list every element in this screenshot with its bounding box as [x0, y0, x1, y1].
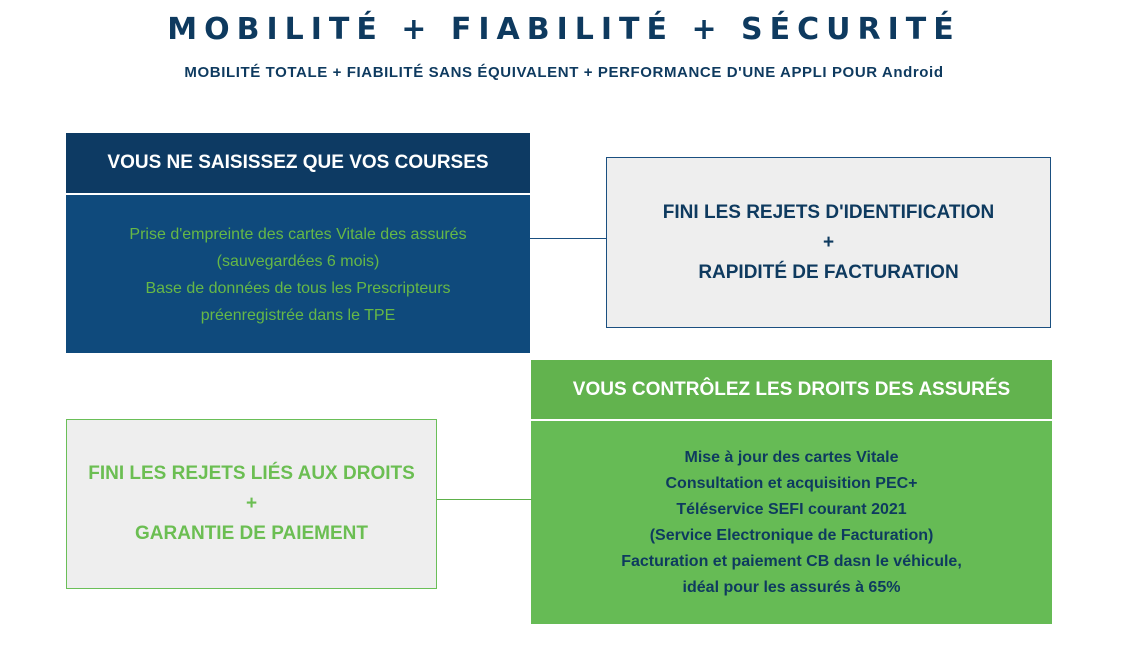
connector-line-bottom: [436, 499, 532, 500]
bottom-right-line: Facturation et paiement CB dasn le véhic…: [621, 552, 962, 570]
top-left-line: préenregistrée dans le TPE: [200, 307, 396, 324]
bottom-right-heading: VOUS CONTRÔLEZ LES DROITS DES ASSURÉS: [531, 360, 1052, 419]
top-left-line: Base de données de tous les Prescripteur…: [145, 280, 451, 297]
bottom-right-line: Mise à jour des cartes Vitale: [684, 448, 899, 466]
top-left-heading: VOUS NE SAISISSEZ QUE VOS COURSES: [66, 133, 530, 193]
bottom-right-line: (Service Electronique de Facturation): [649, 526, 934, 544]
top-right-line: RAPIDITÉ DE FACTURATION: [698, 261, 959, 283]
top-left-line: Prise d'empreinte des cartes Vitale des …: [129, 226, 467, 243]
main-title: MOBILITÉ + FIABILITÉ + SÉCURITÉ: [167, 12, 961, 47]
bottom-left-plus: +: [245, 493, 258, 514]
connector-line-top: [530, 238, 607, 239]
top-right-box: FINI LES REJETS D'IDENTIFICATION + RAPID…: [606, 157, 1051, 328]
bottom-left-line: GARANTIE DE PAIEMENT: [135, 523, 368, 544]
bottom-right-body: Mise à jour des cartes Vitale Consultati…: [531, 421, 1052, 624]
top-right-line: FINI LES REJETS D'IDENTIFICATION: [662, 201, 995, 223]
bottom-left-box: FINI LES REJETS LIÉS AUX DROITS + GARANT…: [66, 419, 437, 589]
bottom-left-line: FINI LES REJETS LIÉS AUX DROITS: [88, 463, 415, 484]
top-left-body: Prise d'empreinte des cartes Vitale des …: [66, 195, 530, 353]
bottom-right-line: Téléservice SEFI courant 2021: [676, 500, 907, 518]
bottom-right-line: Consultation et acquisition PEC+: [665, 474, 918, 492]
top-right-plus: +: [822, 231, 835, 253]
bottom-right-line: idéal pour les assurés à 65%: [682, 578, 901, 596]
top-left-line: (sauvegardées 6 mois): [216, 253, 380, 270]
sub-title: MOBILITÉ TOTALE + FIABILITÉ SANS ÉQUIVAL…: [184, 64, 944, 81]
